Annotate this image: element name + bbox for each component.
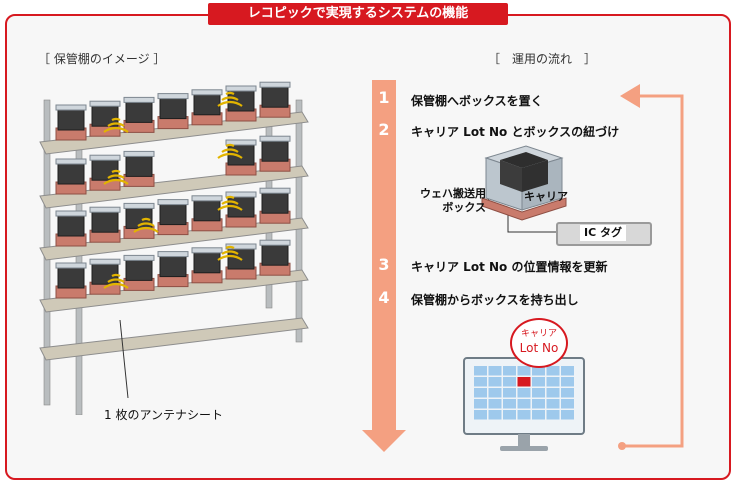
bubble-line1: キャリア bbox=[520, 329, 557, 339]
wafer-box bbox=[89, 100, 121, 137]
return-loop-start bbox=[618, 442, 626, 450]
monitor-cell bbox=[474, 366, 487, 376]
monitor-cell bbox=[474, 399, 487, 409]
wafer-box bbox=[191, 89, 223, 126]
wafer-box bbox=[191, 195, 223, 232]
monitor-cell bbox=[546, 377, 560, 387]
monitor-cell bbox=[488, 388, 502, 398]
monitor-cell bbox=[517, 388, 531, 398]
step-2-text: キャリア Lot No とボックスの紐づけ bbox=[411, 125, 620, 139]
wave-icon bbox=[103, 273, 129, 289]
wafer-box bbox=[259, 187, 291, 224]
wafer-box bbox=[89, 258, 121, 295]
monitor-cell bbox=[488, 410, 502, 420]
wafer-box-label: ウェハ搬送用 ボックス bbox=[420, 187, 486, 214]
wave-icon bbox=[217, 143, 243, 159]
wafer-box bbox=[157, 93, 189, 130]
monitor-cell bbox=[532, 366, 545, 376]
monitor-base bbox=[500, 446, 548, 451]
step-1-number: 1 bbox=[378, 88, 390, 107]
monitor-cell bbox=[561, 410, 574, 420]
wave-icon bbox=[103, 117, 129, 133]
monitor-cell bbox=[546, 388, 560, 398]
banner-title: レコピックで実現するシステムの機能 bbox=[208, 3, 508, 25]
wave-icon bbox=[217, 195, 243, 211]
wafer-box bbox=[123, 96, 155, 133]
flow-arrow-head bbox=[362, 430, 406, 452]
wafer-box bbox=[55, 104, 87, 141]
monitor-cell bbox=[503, 410, 516, 420]
shelf-section-title: ［ 保管棚のイメージ ］ bbox=[38, 52, 166, 66]
monitor-cell bbox=[561, 377, 574, 387]
wafer-box bbox=[55, 262, 87, 299]
flow-arrow-shaft bbox=[372, 80, 396, 430]
monitor-cell bbox=[488, 366, 502, 376]
monitor-cell bbox=[503, 377, 516, 387]
wafer-box bbox=[55, 158, 87, 195]
ic-tag-label: IC タグ bbox=[580, 225, 626, 241]
monitor-cell bbox=[532, 399, 545, 409]
monitor-cell bbox=[474, 388, 487, 398]
monitor-cell bbox=[561, 366, 574, 376]
monitor-illustration bbox=[463, 357, 585, 451]
wave-icon bbox=[133, 217, 159, 233]
wafer-box bbox=[259, 239, 291, 276]
wafer-box bbox=[259, 135, 291, 172]
step-1-text: 保管棚へボックスを置く bbox=[411, 94, 543, 108]
antenna-leader-line bbox=[119, 319, 129, 399]
carrier-label: キャリア bbox=[524, 190, 568, 203]
wafer-box bbox=[157, 199, 189, 236]
monitor-cell bbox=[488, 399, 502, 409]
wave-icon bbox=[217, 245, 243, 261]
carrier-lot-no-bubble: キャリア Lot No bbox=[510, 318, 568, 368]
wafer-box bbox=[225, 191, 257, 228]
return-loop-arrowhead bbox=[620, 84, 640, 108]
antenna-sheet-label: 1 枚のアンテナシート bbox=[104, 408, 223, 422]
antenna-waves bbox=[103, 91, 243, 289]
step-3-number: 3 bbox=[378, 255, 390, 274]
monitor-grid bbox=[474, 366, 574, 420]
step-4-number: 4 bbox=[378, 288, 390, 307]
monitor-cell bbox=[532, 410, 545, 420]
wafer-box bbox=[89, 206, 121, 243]
return-loop bbox=[622, 94, 684, 448]
monitor-cell bbox=[503, 366, 516, 376]
wafer-box bbox=[259, 81, 291, 118]
wafer-box bbox=[123, 150, 155, 187]
step-4-text: 保管棚からボックスを持ち出し bbox=[411, 293, 579, 307]
monitor-cell bbox=[517, 399, 531, 409]
monitor-cell bbox=[532, 388, 545, 398]
wafer-box bbox=[225, 85, 257, 122]
monitor-cell bbox=[503, 399, 516, 409]
monitor-cell bbox=[517, 377, 531, 387]
wafer-box bbox=[123, 254, 155, 291]
monitor-cell bbox=[546, 366, 560, 376]
flow-section-title: ［ 運用の流れ ］ bbox=[488, 52, 597, 66]
wafer-box bbox=[55, 210, 87, 247]
monitor-cell bbox=[546, 410, 560, 420]
monitor-cell bbox=[517, 410, 531, 420]
monitor-cell bbox=[488, 377, 502, 387]
monitor-cell bbox=[561, 399, 574, 409]
monitor-cell bbox=[517, 366, 531, 376]
bubble-line2: Lot No bbox=[519, 341, 559, 355]
wave-icon bbox=[103, 169, 129, 185]
wafer-box bbox=[157, 251, 189, 288]
step-3-text: キャリア Lot No の位置情報を更新 bbox=[411, 260, 608, 274]
monitor-cell bbox=[474, 377, 487, 387]
ic-tag: IC タグ bbox=[556, 222, 652, 246]
wave-icon bbox=[217, 91, 243, 107]
monitor-cell bbox=[503, 388, 516, 398]
monitor-cell bbox=[561, 388, 574, 398]
monitor-cell bbox=[546, 399, 560, 409]
step-2-number: 2 bbox=[378, 120, 390, 139]
monitor-cell bbox=[474, 410, 487, 420]
wafer-boxes bbox=[55, 81, 291, 299]
box-carrier-illustration bbox=[481, 145, 567, 221]
wafer-box bbox=[191, 247, 223, 284]
monitor-stand bbox=[518, 434, 530, 446]
monitor-cell bbox=[532, 377, 545, 387]
storage-shelf-illustration bbox=[39, 81, 309, 415]
